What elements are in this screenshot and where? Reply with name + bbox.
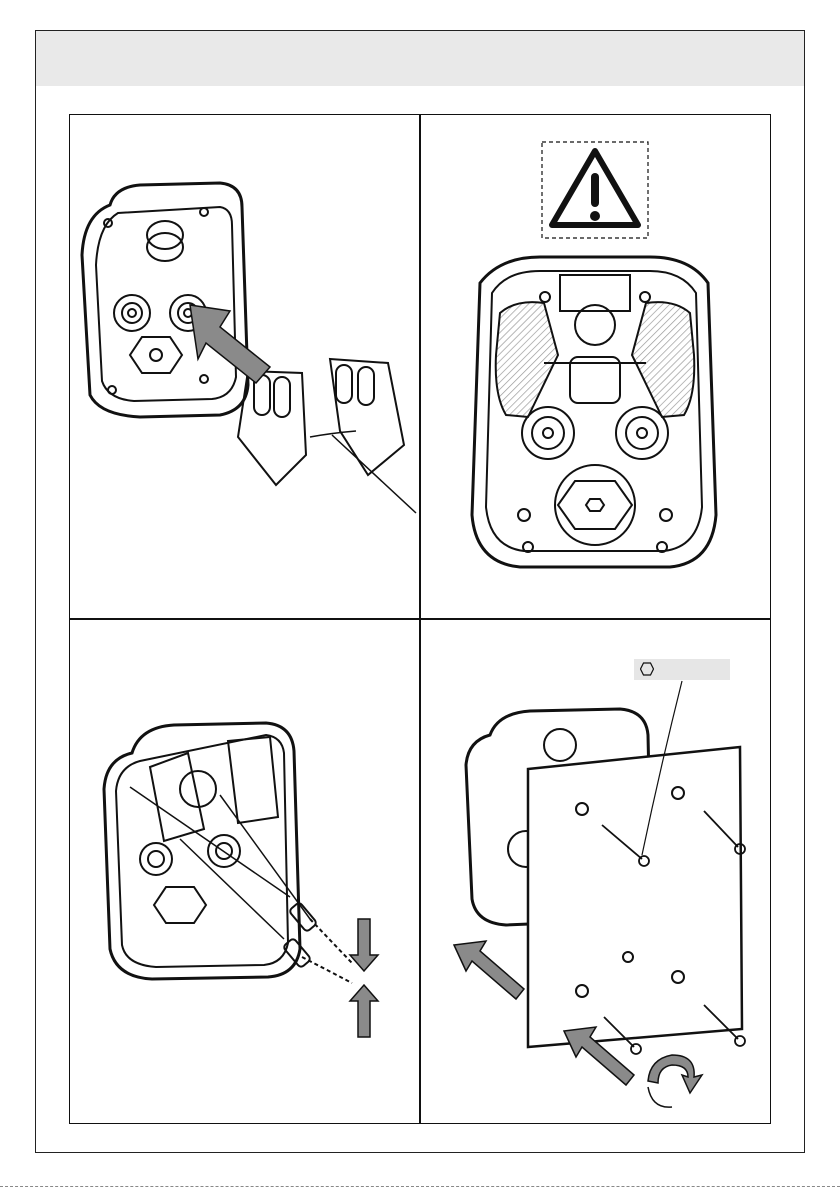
illustration-insert-battery xyxy=(70,115,418,617)
illustration-connect-cable xyxy=(70,619,418,1123)
hex-key-icon xyxy=(640,662,654,676)
panel-step-3 xyxy=(70,619,418,1123)
panel-step-2 xyxy=(420,115,770,617)
rotate-arrow-icon xyxy=(648,1055,702,1107)
header-band xyxy=(36,31,804,86)
illustration-warning-hatched-areas xyxy=(420,115,770,617)
press-together-arrows xyxy=(350,919,378,1037)
tool-label-hex-key xyxy=(634,659,730,680)
panel-step-4 xyxy=(420,619,770,1123)
panel-step-1 xyxy=(70,115,418,617)
page-bottom-cut-line xyxy=(0,1186,840,1187)
warning-icon xyxy=(552,151,638,225)
illustration-mount-plate xyxy=(420,619,770,1123)
